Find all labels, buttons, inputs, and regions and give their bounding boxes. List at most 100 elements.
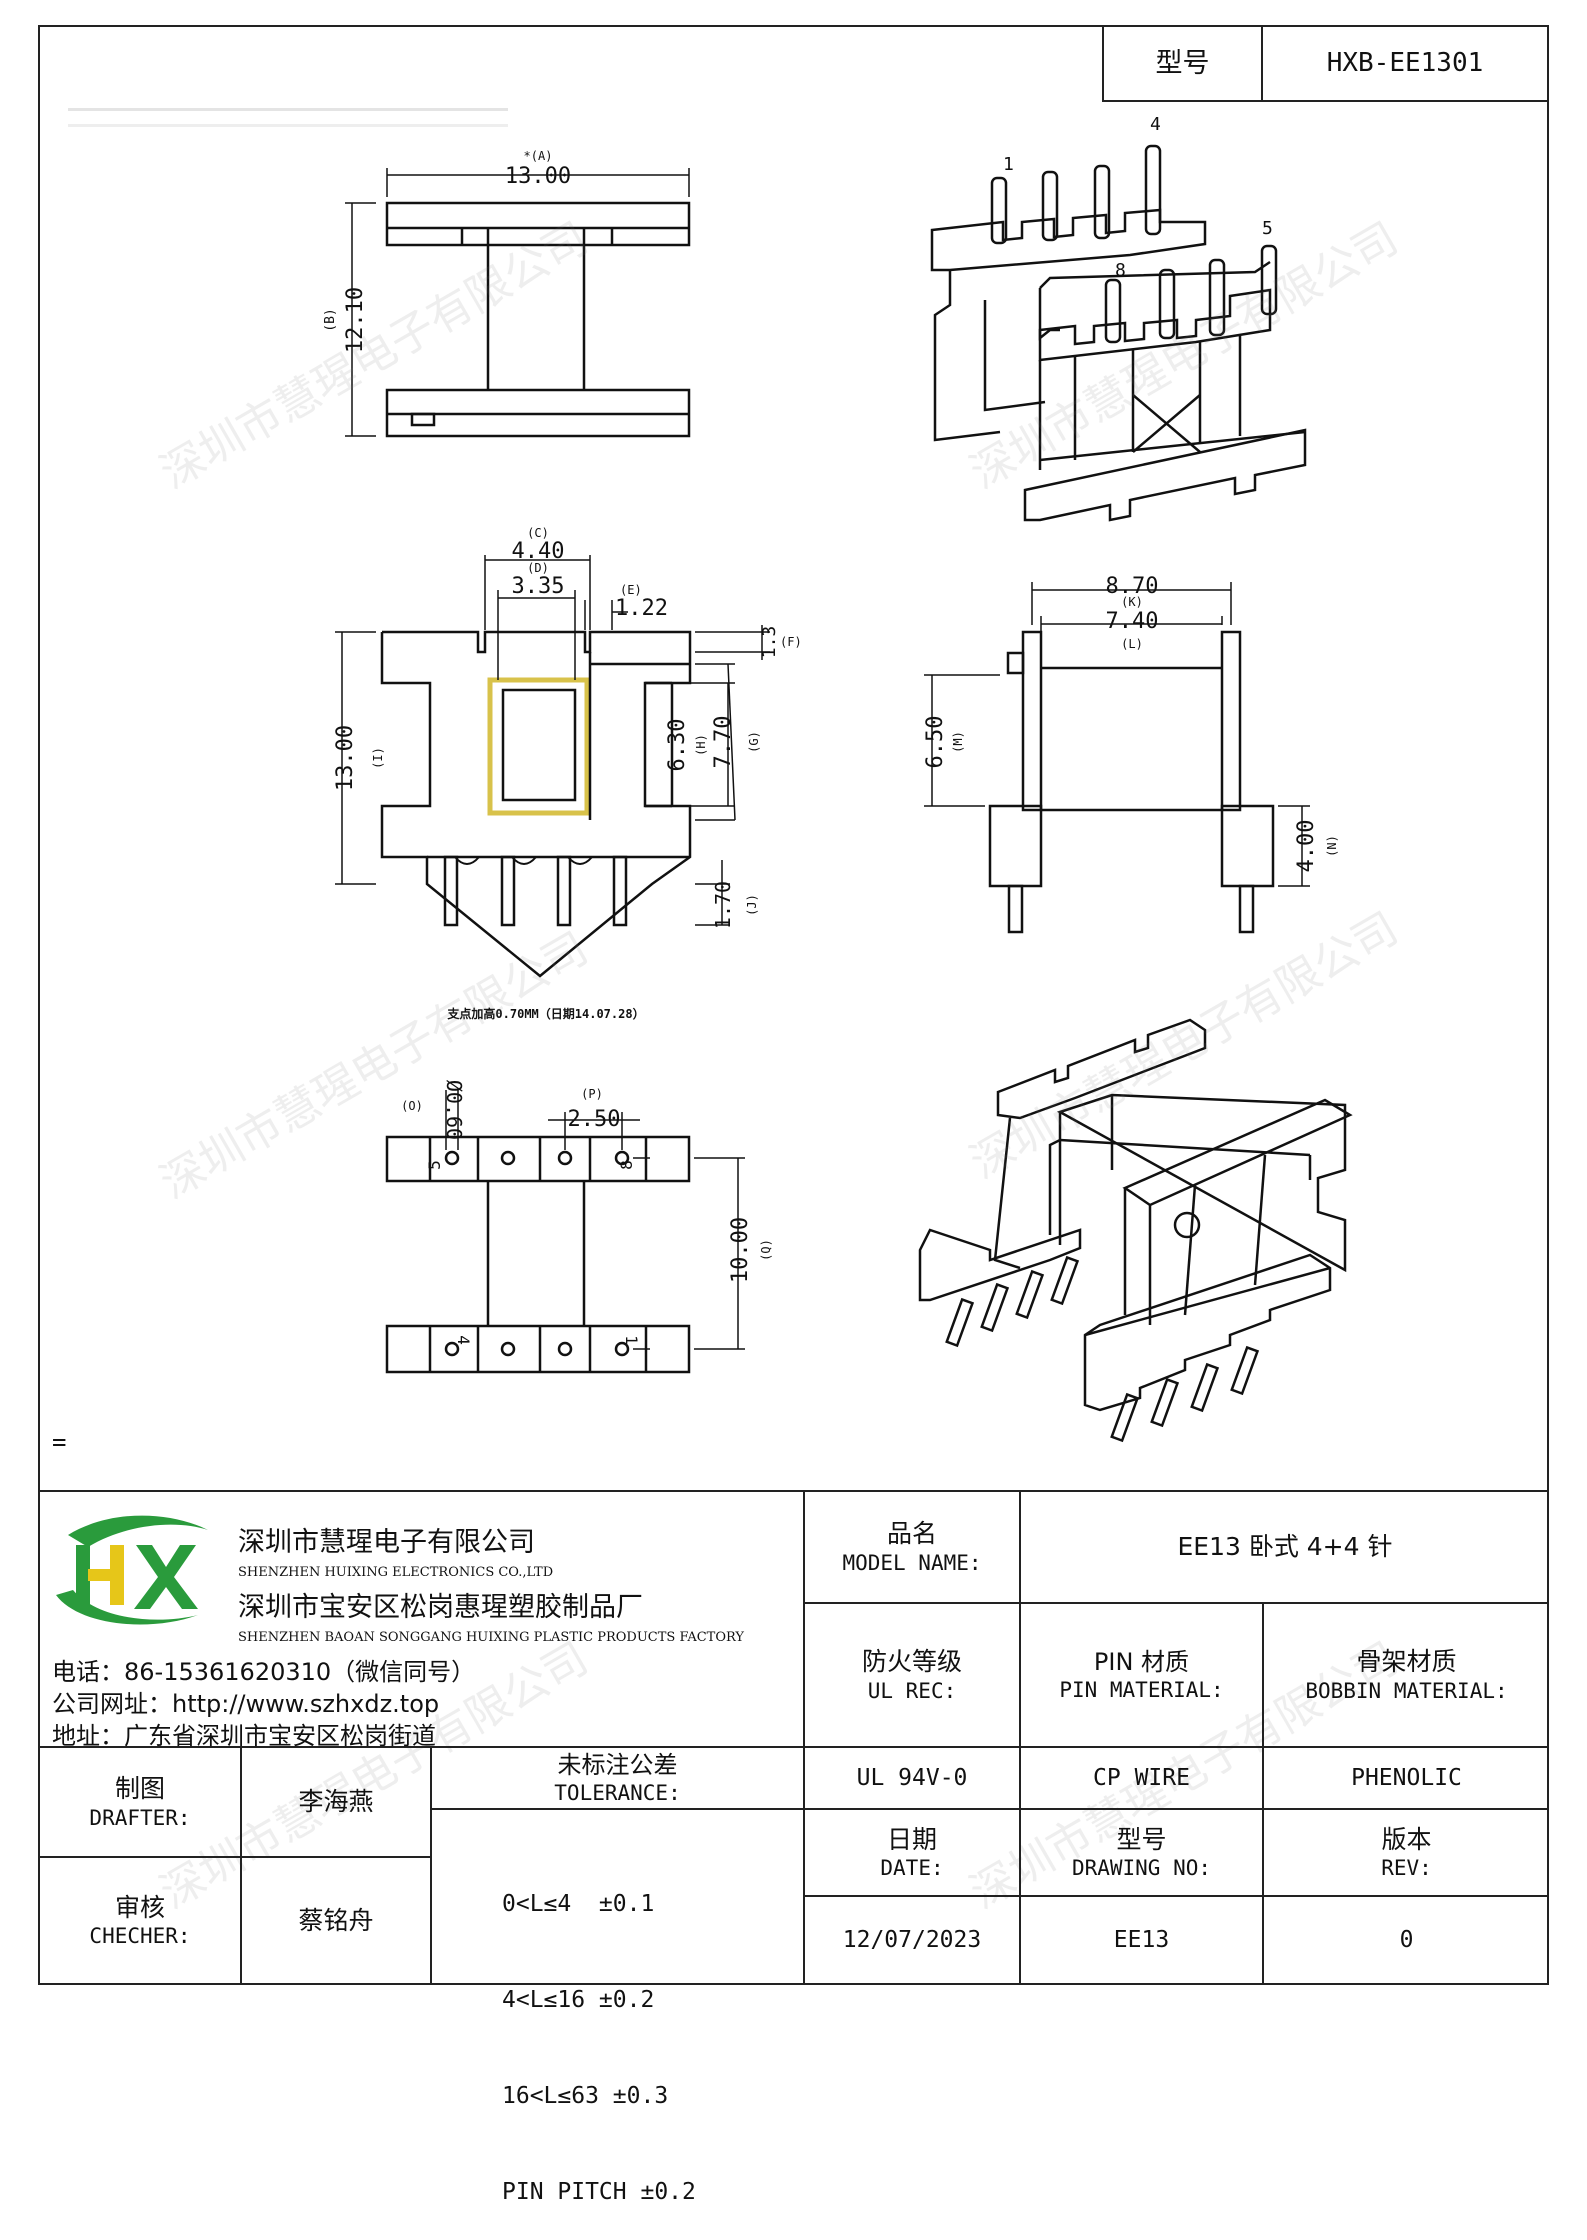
fire-rating-header: 防火等级 UL REC:	[805, 1604, 1019, 1746]
date-value: 12/07/2023	[842, 1926, 982, 1953]
tolerance-line: 0<L≤4 ±0.1	[502, 1891, 655, 1917]
checker-value: 蔡铭舟	[298, 1905, 374, 1935]
checker-cn: 审核	[114, 1892, 165, 1922]
dim-b: 12.10	[343, 287, 368, 353]
tag-f: (F)	[780, 635, 802, 649]
checker-en: CHECHER:	[89, 1924, 191, 1948]
tag-c: (C)	[527, 526, 549, 540]
iso-pin-1: 1	[1003, 154, 1014, 175]
technical-drawings: 13.00 *(A) 12.10 (B) 1 4 5 8	[323, 114, 1353, 1443]
dim-q: 10.00	[728, 1217, 753, 1283]
factory-name-en: SHENZHEN BAOAN SONGGANG HUIXING PLASTIC …	[238, 1630, 744, 1645]
dim-g: 7.70	[711, 716, 736, 769]
pin-material-header: PIN 材质 PIN MATERIAL:	[1021, 1604, 1262, 1746]
dim-h: 6.30	[665, 719, 690, 772]
bobbin-material-value: PHENOLIC	[1351, 1764, 1462, 1791]
dim-l: 7.40	[1106, 609, 1159, 634]
factory-name-cn: 深圳市宝安区松岗惠瑆塑胶制品厂	[238, 1592, 643, 1623]
pin-material-en: PIN MATERIAL:	[1059, 1677, 1224, 1702]
model-name-value: EE13 卧式 4+4 针	[1177, 1532, 1393, 1562]
bottom-pin-8: 8	[617, 1160, 636, 1170]
rev-header: 版本 REV:	[1264, 1810, 1549, 1895]
top-view	[345, 168, 691, 438]
rev-value: 0	[1399, 1926, 1414, 1953]
tag-m: (M)	[951, 731, 965, 753]
tag-e: (E)	[620, 583, 642, 597]
tag-k: (K)	[1121, 595, 1143, 609]
company-logo	[56, 1515, 208, 1625]
drawing-no-header: 型号 DRAWING NO:	[1021, 1810, 1262, 1895]
bobbin-material-header: 骨架材质 BOBBIN MATERIAL:	[1264, 1604, 1549, 1746]
pin-material-cn: PIN 材质	[1093, 1647, 1190, 1676]
dim-e: 1.22	[615, 596, 668, 621]
drawing-no-cn: 型号	[1116, 1824, 1167, 1854]
faint-rule-2	[68, 124, 508, 127]
dim-j: 1.70	[711, 881, 735, 929]
tolerance-list: 0<L≤4 ±0.1 4<L≤16 ±0.2 16<L≤63 ±0.3 PIN …	[502, 1824, 696, 2240]
tag-b: (B)	[323, 308, 338, 331]
tag-a: *(A)	[524, 149, 553, 163]
dim-c: 4.40	[512, 539, 565, 564]
bottom-pin-4: 4	[454, 1335, 473, 1345]
tag-h: (H)	[694, 734, 708, 756]
company-name-cn: 深圳市慧瑆电子有限公司	[238, 1527, 535, 1558]
dim-a: 13.00	[505, 164, 571, 189]
tolerance-en: TOLERANCE:	[554, 1780, 681, 1805]
company-website: 公司网址：http://www.szhxdz.top	[52, 1690, 440, 1718]
date-en: DATE:	[880, 1856, 944, 1880]
fire-rating-en: UL REC:	[867, 1678, 957, 1703]
tag-i: (I)	[371, 747, 385, 769]
date-header: 日期 DATE:	[805, 1810, 1019, 1895]
rev-cn: 版本	[1381, 1824, 1432, 1854]
tag-g: (G)	[747, 731, 761, 753]
tag-p: (P)	[581, 1087, 603, 1101]
tolerance-header: 未标注公差 TOLERANCE:	[432, 1748, 803, 1808]
tolerance-line: PIN PITCH ±0.2	[502, 2179, 696, 2205]
tag-o: (O)	[401, 1099, 423, 1113]
date-cn: 日期	[886, 1824, 937, 1854]
iso-view-bottom	[918, 1018, 1353, 1443]
fire-rating-value: UL 94V-0	[856, 1764, 968, 1791]
fire-rating-cn: 防火等级	[861, 1647, 962, 1677]
model-name-header: 品名 MODEL NAME:	[805, 1492, 1019, 1602]
drawing-no-en: DRAWING NO:	[1071, 1856, 1212, 1880]
iso-pin-5: 5	[1262, 218, 1273, 239]
dim-k: 8.70	[1106, 574, 1159, 599]
dim-i: 13.00	[333, 725, 358, 791]
bottom-pin-1: 1	[622, 1335, 641, 1345]
checker-header: 审核 CHECHER:	[40, 1858, 240, 1983]
model-name-cn: 品名	[886, 1519, 937, 1549]
iso-pin-4: 4	[1150, 114, 1161, 135]
tag-d: (D)	[527, 561, 549, 575]
drafter-value: 李海燕	[298, 1787, 374, 1817]
faint-rule	[68, 108, 508, 111]
front-note: 支点加高0.70MM（日期14.07.28）	[446, 1006, 644, 1021]
company-address: 地址：广东省深圳市宝安区松岗街道	[52, 1722, 436, 1750]
dim-n: 4.00	[1294, 820, 1319, 873]
drafter-cn: 制图	[114, 1774, 165, 1804]
side-view	[924, 582, 1310, 934]
rev-en: REV:	[1381, 1856, 1432, 1880]
pin-material-value: CP WIRE	[1093, 1764, 1190, 1791]
dim-p: 2.50	[568, 1107, 621, 1132]
iso-pin-8: 8	[1115, 260, 1126, 281]
dim-f: 1.3	[759, 626, 780, 659]
iso-view-top	[930, 144, 1307, 522]
model-name-en: MODEL NAME:	[842, 1550, 982, 1575]
drafter-header: 制图 DRAFTER:	[40, 1748, 240, 1856]
bobbin-material-cn: 骨架材质	[1356, 1647, 1457, 1677]
tag-q: (Q)	[759, 1239, 773, 1261]
tag-l: (L)	[1121, 637, 1143, 651]
dim-d: 3.35	[512, 574, 565, 599]
tolerance-line: 16<L≤63 ±0.3	[502, 2083, 669, 2109]
tag-j: (J)	[745, 894, 759, 916]
equals-mark: =	[52, 1428, 67, 1456]
tolerance-line: 4<L≤16 ±0.2	[502, 1987, 655, 2013]
front-view	[335, 555, 770, 978]
tolerance-cn: 未标注公差	[557, 1750, 678, 1779]
drawing-no-value: EE13	[1113, 1926, 1170, 1953]
bobbin-material-en: BOBBIN MATERIAL:	[1305, 1678, 1508, 1703]
dim-o: Ø0.60	[442, 1080, 466, 1140]
dim-m: 6.50	[923, 716, 948, 769]
model-value: HXB-EE1301	[1326, 48, 1484, 79]
